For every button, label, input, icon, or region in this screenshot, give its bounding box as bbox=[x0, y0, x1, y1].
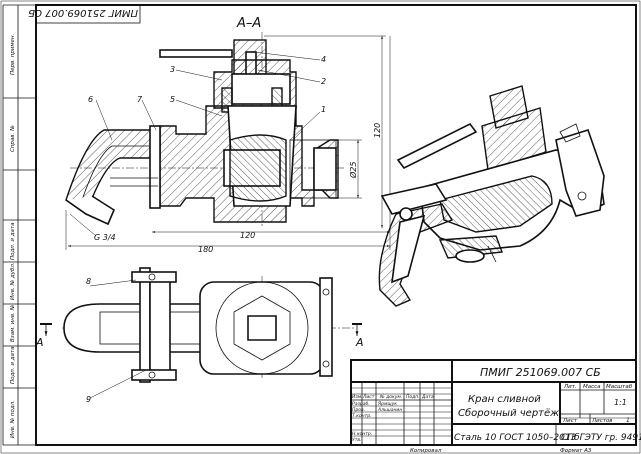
head-col-sign: Подп. bbox=[406, 394, 420, 400]
cut-letter-left: А bbox=[35, 336, 44, 349]
title-block: ПМИГ 251069.007 СБ Кран сливной Сборочны… bbox=[350, 359, 641, 454]
side-stamp-label: Подп. и дата bbox=[10, 346, 16, 384]
side-stamp-label: Подп. и дата bbox=[10, 222, 16, 260]
side-stamp-labels: Перв. примен. Справ. № Подп. и дата Инв.… bbox=[10, 33, 16, 438]
dim-length-total: 180 bbox=[198, 245, 213, 254]
callout-8: 8 bbox=[86, 277, 91, 286]
scale-value: 1:1 bbox=[614, 398, 627, 407]
sheet-label: Лист bbox=[562, 418, 578, 424]
side-stamp-label: Инв. № подл. bbox=[10, 400, 16, 438]
dim-length-part: 120 bbox=[240, 231, 255, 240]
callout-7: 7 bbox=[137, 95, 143, 104]
title-designation: ПМИГ 251069.007 СБ bbox=[480, 366, 601, 379]
cut-letter-right: А bbox=[355, 336, 364, 349]
side-stamp-label: Взам. инв. № bbox=[10, 304, 16, 342]
section-view-a-a: А–А bbox=[65, 16, 391, 254]
sheets-value: 1 bbox=[626, 417, 630, 424]
title-organization: СПбГЭТУ гр. 9491 bbox=[561, 433, 641, 443]
copied-label: Копировал bbox=[410, 448, 442, 454]
dim-height: 120 bbox=[373, 123, 382, 138]
callout-6: 6 bbox=[88, 95, 93, 104]
name-developer: Ярмщук bbox=[377, 401, 397, 407]
isometric-cutaway-view bbox=[378, 85, 605, 307]
dim-thread: G 3/4 bbox=[94, 233, 116, 242]
callout-3: 3 bbox=[170, 65, 175, 74]
head-col-date: Дата bbox=[421, 394, 434, 400]
rotated-code-box: ПМИГ 251069.007 СБ bbox=[28, 4, 141, 24]
title-name-line1: Кран сливной bbox=[468, 394, 541, 405]
side-stamp-label: Инв. № дубл. bbox=[10, 262, 16, 300]
dim-diameter: Ø25 bbox=[348, 162, 358, 179]
callout-leaders bbox=[95, 51, 321, 141]
role-tkontr: Т.контр. bbox=[352, 413, 372, 419]
top-view: А А 8 9 bbox=[35, 267, 364, 404]
format-label: Формат А3 bbox=[560, 448, 592, 454]
callout-2: 2 bbox=[321, 77, 326, 86]
side-stamp-label: Перв. примен. bbox=[10, 33, 16, 75]
role-prov: Пров. bbox=[352, 407, 365, 413]
head-col-izm: Изм. bbox=[352, 394, 363, 400]
title-material: Сталь 10 ГОСТ 1050–2013 bbox=[454, 433, 577, 443]
name-checker: Альшанин bbox=[377, 407, 402, 413]
col-scale: Масштаб bbox=[606, 384, 633, 390]
callout-1: 1 bbox=[321, 105, 326, 114]
col-lit: Лит. bbox=[563, 384, 577, 390]
head-col-list: Лист bbox=[362, 394, 375, 400]
section-label: А–А bbox=[236, 16, 261, 31]
role-razrab: Разраб. bbox=[352, 401, 370, 407]
rotated-code: ПМИГ 251069.007 СБ bbox=[28, 7, 138, 18]
sheets-label: Листов bbox=[591, 418, 613, 424]
col-mass: Масса bbox=[583, 384, 601, 390]
title-name-line2: Сборочный чертёж bbox=[458, 407, 559, 419]
side-stamp-label: Справ. № bbox=[10, 125, 16, 152]
callout-5: 5 bbox=[170, 95, 175, 104]
role-nkontr: Н.контр. bbox=[352, 431, 372, 437]
callout-4: 4 bbox=[321, 55, 326, 64]
role-utv: Утв. bbox=[352, 437, 361, 443]
head-col-doc: № докум. bbox=[379, 394, 402, 400]
callout-9: 9 bbox=[86, 395, 91, 404]
